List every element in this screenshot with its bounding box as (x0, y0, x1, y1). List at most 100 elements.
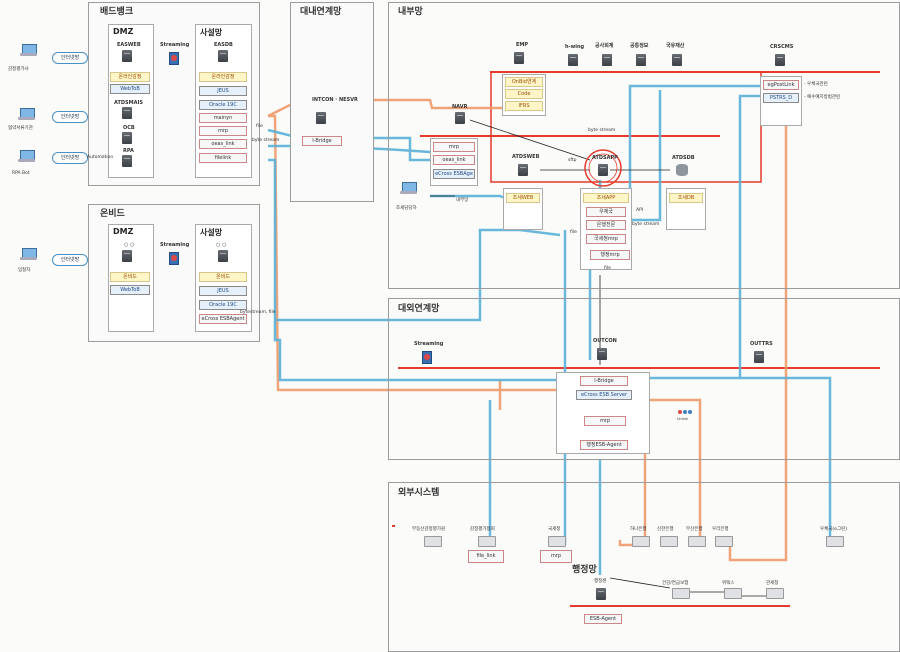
outcon-item-1: eCross ESB Server (576, 390, 632, 400)
hwing-server-icon (568, 54, 578, 66)
nts-mrp: mrp (540, 550, 572, 563)
tax-db-box: 조세DB (669, 193, 703, 203)
admin-item-label-0: 건강/연금보험 (662, 581, 689, 586)
onbid-dmz-server-icon (122, 250, 132, 262)
atdsmais-label: ATDSMAIS (114, 100, 143, 106)
onbid-link-item-2: IFRS (505, 101, 543, 111)
tax-web-box: 조세WEB (506, 193, 540, 203)
bidder-pc-icon (20, 248, 38, 260)
bank-server-icon-1 (660, 536, 678, 547)
admin-main-label: 행정센 (594, 579, 607, 584)
extlink-streaming-label: Streaming (414, 341, 444, 347)
outtrs-server-icon (754, 351, 764, 363)
ibridge-box: I-Bridge (302, 136, 342, 146)
zone-external-title: 외부시스템 (398, 488, 440, 498)
appraiser-cloud: 인터넷망 (52, 52, 88, 64)
badbank-priv-item-6: filelink (199, 153, 247, 163)
bank-server-icon-0 (632, 536, 650, 547)
outcon-label: OUTCON (593, 338, 617, 344)
appraiser-label: 감정평가사 (8, 67, 29, 72)
real-estate-server-icon (424, 536, 442, 547)
badbank-priv-item-0: 온라인감정 (199, 72, 247, 82)
outtrs-label: OUTTRS (750, 341, 773, 347)
public-info-label: 공통정보 (630, 43, 649, 49)
outcon-item-0: I-Bridge (580, 376, 628, 386)
onbid-priv-server-label: ○ ○ (216, 242, 227, 248)
onbid-priv-item-2: Oracle 19C (199, 300, 247, 310)
public-info-server-icon (636, 54, 646, 66)
easdb-server-icon (218, 50, 228, 62)
admin-item-icon-0 (672, 588, 690, 599)
badbank-file-label: file (256, 124, 263, 129)
navr-server-icon (455, 112, 465, 124)
legend-dots-icon (678, 410, 692, 415)
onbid-dmz-item-1: WebToB (110, 285, 150, 295)
nts-server-icon (548, 536, 566, 547)
atdsdb-database-icon (676, 164, 688, 176)
badbank-bytestream-label: byte stream (252, 138, 280, 143)
easdb-label: EASDB (214, 42, 233, 48)
badbank-priv-item-3: mainyn (199, 113, 247, 123)
real-estate-label: 부동산감정평가원 (412, 527, 446, 532)
zone-on-bid-title: 온비드 (100, 209, 125, 219)
atdsmais-server-icon (122, 107, 132, 119)
outcon-item-3: 행정ESB-Agent (580, 440, 628, 450)
hwing-label: h-wing (565, 44, 585, 50)
zone-admin-title: 행정망 (572, 565, 597, 575)
badbank-dmz-item-0: 온라인감정 (110, 72, 150, 82)
post-server-icon (826, 536, 844, 547)
rpa-label: RPA (123, 148, 134, 154)
onbid-priv-item-1: JEUS (199, 286, 247, 296)
crscms-server-icon (775, 54, 785, 66)
badbank-priv-item-1: JEUS (199, 86, 247, 96)
tax-agent-label: 조세담당자 (396, 206, 417, 211)
onbid-dmz-title: DMZ (113, 227, 134, 236)
badbank-priv-item-2: Oracle 19C (199, 100, 247, 110)
nts-label: 국세청 (548, 527, 561, 532)
tax-app-item-1: 은행전문 (586, 220, 626, 230)
bank-label-1: 신한은행 (657, 527, 674, 532)
badbank-dmz (108, 24, 154, 178)
atdsapp-label: ATDSAPP (592, 155, 618, 161)
ocb-server-icon (122, 132, 132, 144)
onbid-streaming-label: Streaming (160, 242, 190, 248)
atdsdb-label: ATDSDB (672, 155, 695, 161)
intcon-label: INTCON · NESVR (312, 97, 358, 103)
atdsweb-server-icon (518, 164, 528, 176)
onbid-bytestream-label: bytestream, file (240, 310, 276, 315)
automation-label: Automation (87, 155, 114, 160)
zone-external (388, 482, 900, 652)
byte-stream-label: byte stream (588, 128, 616, 133)
zone-bad-bank-title: 배드뱅크 (100, 7, 134, 17)
file2-label: file (604, 266, 611, 271)
accounting-label: 공사회계 (595, 43, 614, 49)
bidder-cloud: 인터넷망 (52, 254, 88, 266)
navr-label: NAVR (452, 104, 468, 110)
ocb-label: OCB (123, 125, 135, 131)
admin-item-icon-1 (724, 588, 742, 599)
tax-app-box: 조세APP (583, 193, 629, 203)
zone-internal-link-title: 대내연계망 (300, 7, 342, 17)
badbank-private-title: 사설망 (200, 28, 223, 37)
intcon-server-icon (316, 112, 326, 124)
financial-label: 협약서류기관 (8, 126, 33, 131)
crscms-item-1: PSTRS_D (763, 93, 799, 103)
easweb-label: EASWEB (117, 42, 141, 48)
atdsapp-server-icon (598, 164, 608, 176)
outcon-item-2: mrp (584, 416, 626, 426)
emp-label: EMP (516, 42, 529, 48)
rpa-bot-pc-icon (18, 150, 36, 162)
rpa-bot-label: RPA Bot (12, 171, 30, 176)
onbid-priv-item-0: 온비드 (199, 272, 247, 282)
admin-esb-agent: ESB-Agent (584, 614, 622, 624)
tax-app-item-3: 행정mrp (590, 250, 630, 260)
financial-pc-icon (18, 108, 36, 120)
crscms-note-0: - 우체국관련 (804, 82, 828, 87)
extlink-firewall-icon (422, 351, 432, 364)
badbank-streaming-label: Streaming (160, 42, 190, 48)
navr-item-2: eCross ESBAge (433, 169, 475, 179)
badbank-priv-item-4: mrp (199, 126, 247, 136)
emp-server-icon (514, 52, 524, 64)
firewall-icon (169, 52, 179, 65)
bank-label-3: 우리은행 (712, 527, 729, 532)
